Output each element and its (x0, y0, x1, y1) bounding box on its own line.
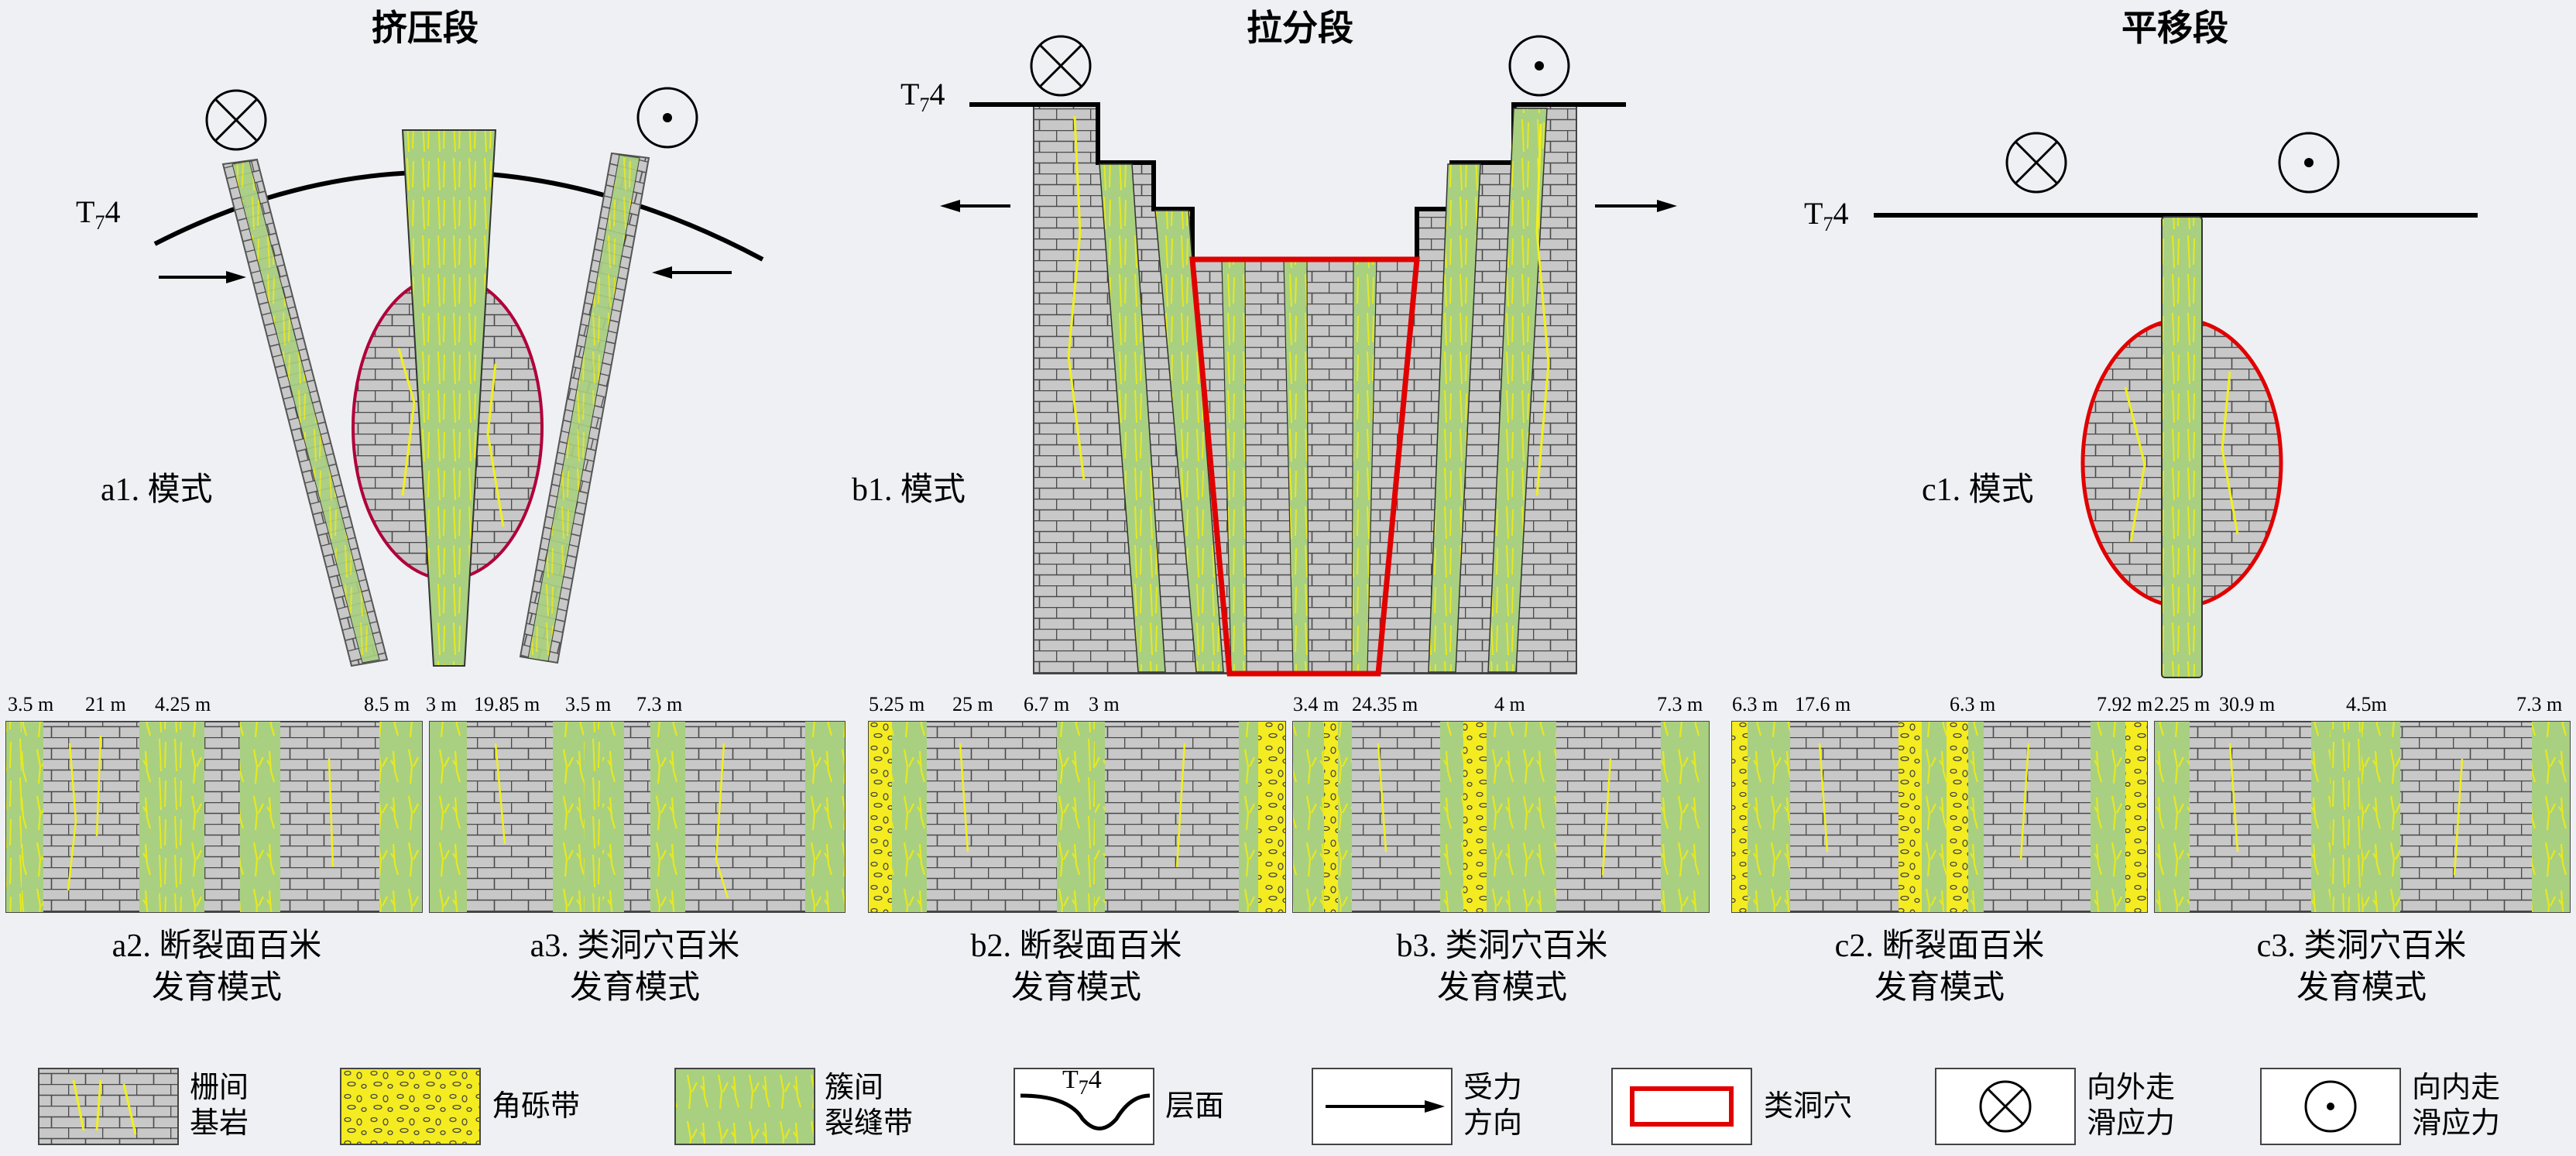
force-arrow-right-b1 (1595, 200, 1677, 212)
model-label-b1: b1. 模式 (852, 472, 966, 508)
legend-label-horizon: 层面 (1165, 1090, 1225, 1123)
measure-a3-2: 19.85 m (474, 693, 540, 715)
force-arrow-right-a1 (652, 266, 732, 279)
inward-symbol-c1 (2278, 132, 2340, 194)
strip-a2 (5, 721, 423, 913)
horizon-label-c1: T74 (1804, 196, 1849, 235)
measure-a2-4: 8.5 m (364, 693, 410, 715)
measure-b2-3: 6.7 m (1024, 693, 1070, 715)
strip-a3 (429, 721, 846, 913)
outward-symbol-b1 (1030, 35, 1092, 97)
panel-a1 (153, 87, 764, 667)
panel-c1 (1874, 132, 2478, 678)
force-arrow-left-a1 (159, 271, 246, 283)
legend-label-fracture: 簇间裂缝带 (825, 1072, 914, 1140)
measure-b3-1: 3.4 m (1293, 693, 1339, 715)
strip-b2 (868, 721, 1286, 913)
measure-a2-3: 4.25 m (155, 693, 211, 715)
cave-trapezoid-b1 (1189, 256, 1420, 677)
horizon-label-b1: T74 (900, 77, 945, 116)
legend-swatch-outward (1935, 1068, 2076, 1145)
vertical-fracture-c1 (2161, 216, 2203, 678)
measure-b2-2: 25 m (952, 693, 993, 715)
legend-swatch-bedrock (38, 1068, 179, 1145)
legend-swatch-horizon (1014, 1068, 1154, 1145)
measure-b2-1: 5.25 m (869, 693, 925, 715)
caption-a2: a2. 断裂面百米发育模式 (111, 928, 322, 1006)
measure-c2-2: 17.6 m (1795, 693, 1851, 715)
title-pull-apart: 拉分段 (1247, 9, 1353, 48)
inward-symbol-b1 (1508, 35, 1570, 97)
measure-a2-2: 21 m (85, 693, 126, 715)
legend-label-inward: 向内走滑应力 (2412, 1072, 2501, 1140)
legend-horizon-glyph: T74 (1062, 1065, 1102, 1099)
legend-swatch-fracture (674, 1068, 815, 1145)
title-strike-slip: 平移段 (2122, 9, 2228, 48)
legend-label-breccia: 角砾带 (492, 1090, 581, 1123)
measure-b2-4: 3 m (1089, 693, 1120, 715)
strip-c2 (1731, 721, 2148, 913)
legend-label-bedrock: 栅间基岩 (190, 1072, 249, 1140)
horizon-label-a1: T74 (76, 194, 121, 234)
measure-a3-3: 3.5 m (565, 693, 612, 715)
measure-b3-3: 4 m (1494, 693, 1525, 715)
strip-c3 (2154, 721, 2571, 913)
measure-c2-1: 6.3 m (1732, 693, 1779, 715)
outward-symbol-c1 (2005, 132, 2067, 194)
legend-label-outward: 向外走滑应力 (2087, 1072, 2176, 1140)
caption-b2: b2. 断裂面百米发育模式 (970, 928, 1182, 1006)
model-label-c1: c1. 模式 (1922, 472, 2034, 508)
caption-c2: c2. 断裂面百米发育模式 (1834, 928, 2045, 1006)
inward-symbol-a1 (636, 87, 698, 149)
legend-swatch-force (1312, 1068, 1453, 1145)
measure-c3-4: 7.3 m (2516, 693, 2563, 715)
measure-c3-1: 2.25 m (2154, 693, 2211, 715)
legend-label-cave: 类洞穴 (1764, 1090, 1853, 1123)
legend-label-force: 受力方向 (1463, 1072, 1523, 1140)
measure-b3-4: 7.3 m (1657, 693, 1703, 715)
measure-c2-3: 6.3 m (1950, 693, 1996, 715)
measure-b3-2: 24.35 m (1352, 693, 1418, 715)
measure-a3-4: 7.3 m (636, 693, 683, 715)
measure-c3-3: 4.5m (2346, 693, 2387, 715)
measure-c3-2: 30.9 m (2219, 693, 2276, 715)
title-compression: 挤压段 (372, 9, 478, 48)
model-label-a1: a1. 模式 (101, 472, 213, 508)
central-wedge-a1 (401, 129, 497, 667)
caption-b3: b3. 类洞穴百米发育模式 (1396, 928, 1608, 1006)
legend-swatch-inward (2260, 1068, 2401, 1145)
caption-c3: c3. 类洞穴百米发育模式 (2256, 928, 2467, 1006)
caption-a3: a3. 类洞穴百米发育模式 (530, 928, 740, 1006)
force-arrow-left-b1 (940, 200, 1010, 212)
measure-a2-1: 3.5 m (8, 693, 54, 715)
strip-b3 (1292, 721, 1710, 913)
legend-swatch-cave (1611, 1068, 1752, 1145)
measure-a3-1: 3 m (426, 693, 457, 715)
measure-c2-4: 7.92 m (2097, 693, 2153, 715)
panel-b1 (940, 35, 1677, 677)
legend-swatch-breccia (340, 1068, 481, 1145)
outward-symbol-a1 (205, 89, 267, 151)
